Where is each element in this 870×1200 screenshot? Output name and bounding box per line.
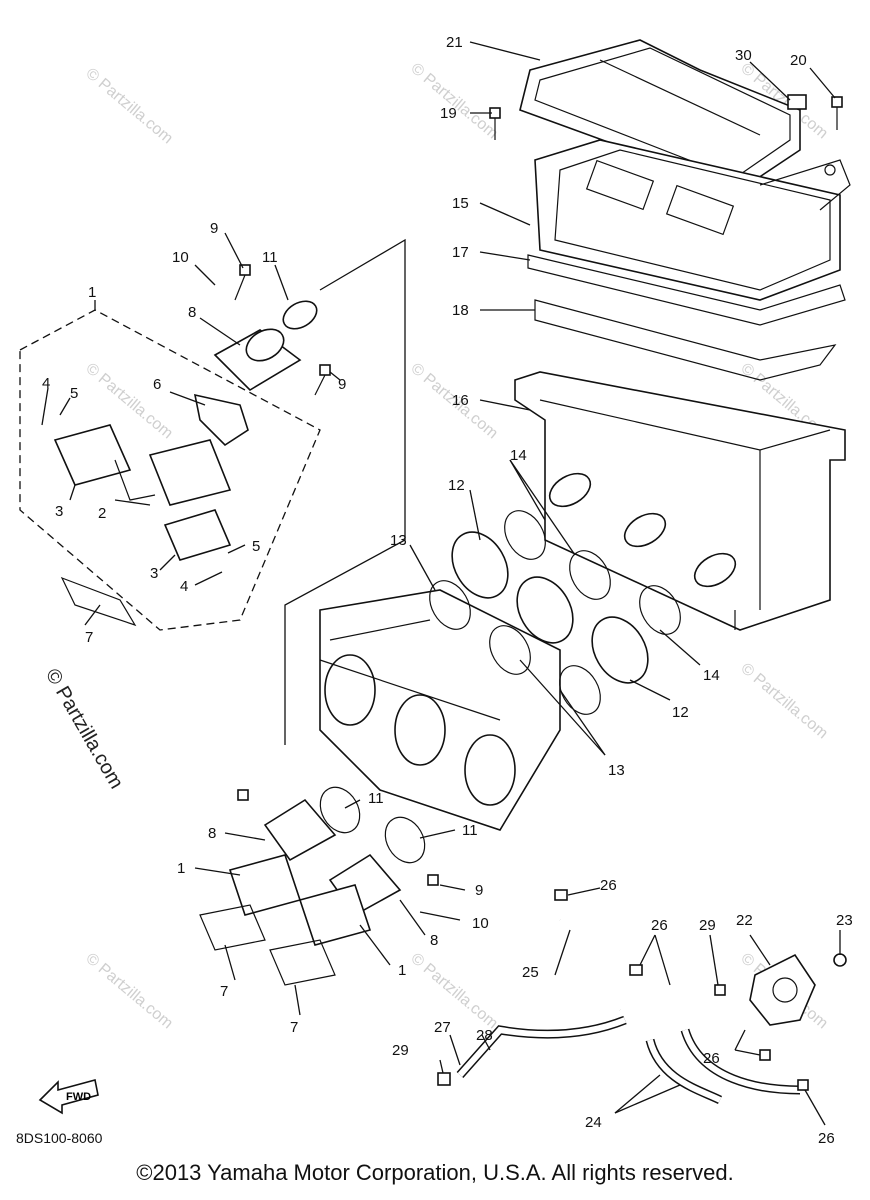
callout-25: 25 <box>522 964 539 981</box>
callout-13: 13 <box>608 762 625 779</box>
callout-9: 9 <box>475 882 483 899</box>
gasket <box>527 254 846 326</box>
fwd-label: FWD <box>66 1091 91 1103</box>
callout-4: 4 <box>42 375 50 392</box>
intake-joint-lower <box>60 576 426 986</box>
callout-15: 15 <box>452 195 469 212</box>
reed-valve <box>53 393 249 561</box>
callout-3: 3 <box>150 565 158 582</box>
callout-7: 7 <box>290 1019 298 1036</box>
air-cleaner-case-lower <box>514 371 846 631</box>
callout-29: 29 <box>392 1042 409 1059</box>
callout-5: 5 <box>252 538 260 555</box>
intake-joint <box>213 300 318 392</box>
callout-11: 11 <box>462 822 478 839</box>
callout-7: 7 <box>220 983 228 1000</box>
air-cleaner-cover <box>519 39 801 191</box>
callout-1: 1 <box>398 962 406 979</box>
callout-8: 8 <box>430 932 438 949</box>
leader-lines <box>41 41 841 1126</box>
callout-11: 11 <box>368 790 384 807</box>
callout-9: 9 <box>210 220 218 237</box>
callout-26: 26 <box>651 917 668 934</box>
callout-18: 18 <box>452 302 469 319</box>
watermark-text: © Partzilla.com <box>82 950 176 1032</box>
callout-16: 16 <box>452 392 469 409</box>
watermark-text: © Partzilla.com <box>407 950 501 1032</box>
carburetor-assembly <box>319 589 561 831</box>
air-filter-element <box>534 299 837 381</box>
callout-1: 1 <box>88 284 96 301</box>
callout-14: 14 <box>703 667 720 684</box>
callout-30: 30 <box>735 47 752 64</box>
hose-clamp <box>429 510 681 715</box>
watermark-text: © Partzilla.com <box>82 65 176 147</box>
hoses <box>456 919 801 1105</box>
hose-clips <box>437 94 809 1091</box>
callout-6: 6 <box>153 376 161 393</box>
callout-22: 22 <box>736 912 753 929</box>
air-cleaner-case-upper <box>534 139 851 301</box>
callout-10: 10 <box>472 915 489 932</box>
drawing-code: 8DS100-8060 <box>16 1130 103 1146</box>
callout-8: 8 <box>208 825 216 842</box>
callout-12: 12 <box>672 704 689 721</box>
carburetor-group-outline <box>284 238 406 745</box>
callout-21: 21 <box>446 34 463 51</box>
callout-3: 3 <box>55 503 63 520</box>
callout-9: 9 <box>338 376 346 393</box>
bolt <box>234 96 843 886</box>
fuel-pump <box>749 953 847 1026</box>
callout-labels: 21 30 20 19 15 17 18 16 14 12 13 14 12 1… <box>42 34 853 1147</box>
callout-1: 1 <box>177 860 185 877</box>
callout-26: 26 <box>818 1130 835 1147</box>
callout-19: 19 <box>440 105 457 122</box>
callout-2: 2 <box>98 505 106 522</box>
callout-12: 12 <box>448 477 465 494</box>
callout-13: 13 <box>390 532 407 549</box>
callout-11: 11 <box>262 249 278 266</box>
watermark-text: © Partzilla.com <box>407 60 501 142</box>
callout-14: 14 <box>510 447 527 464</box>
callout-26: 26 <box>600 877 617 894</box>
callout-27: 27 <box>434 1019 451 1036</box>
copyright-notice: ©2013 Yamaha Motor Corporation, U.S.A. A… <box>136 1160 734 1185</box>
callout-23: 23 <box>836 912 853 929</box>
callout-20: 20 <box>790 52 807 69</box>
forward-arrow: FWD <box>38 1079 99 1115</box>
callout-7: 7 <box>85 629 93 646</box>
callout-4: 4 <box>180 578 188 595</box>
carburetor-joint <box>451 531 649 684</box>
callout-8: 8 <box>188 304 196 321</box>
callout-17: 17 <box>452 244 469 261</box>
callout-5: 5 <box>70 385 78 402</box>
callout-29: 29 <box>699 917 716 934</box>
watermark-text: © Partzilla.com <box>737 660 831 742</box>
callout-26: 26 <box>703 1050 720 1067</box>
callout-28: 28 <box>476 1027 493 1044</box>
callout-24: 24 <box>585 1114 602 1131</box>
callout-10: 10 <box>172 249 189 266</box>
